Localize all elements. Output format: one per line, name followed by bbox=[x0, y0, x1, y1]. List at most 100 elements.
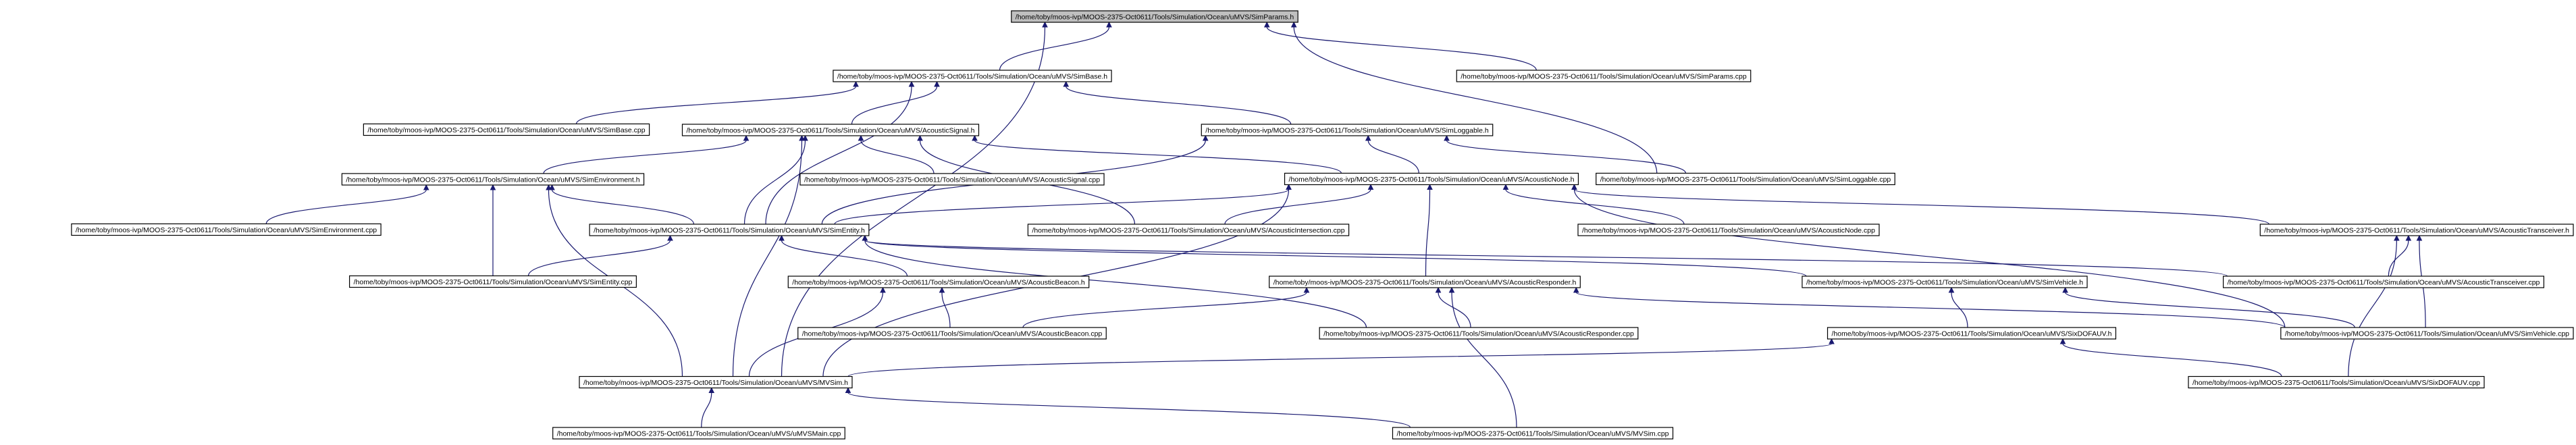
edge-arrowhead bbox=[917, 134, 923, 141]
node-simparams-h: /home/toby/moos-ivp/MOOS-2375-Oct0611/To… bbox=[1011, 10, 1298, 23]
node-acoustictransceiver-h[interactable]: /home/toby/moos-ivp/MOOS-2375-Oct0611/To… bbox=[2259, 224, 2574, 236]
node-label: /home/toby/moos-ivp/MOOS-2375-Oct0611/To… bbox=[686, 127, 974, 135]
edge-acousticresponder-cpp-to-acousticresponder-h bbox=[1435, 286, 1471, 328]
edge-umvsmain-cpp-to-mvsim-h bbox=[701, 387, 715, 428]
edge-simentity-h-to-simbase-h bbox=[765, 80, 915, 225]
edge-arrowhead bbox=[934, 80, 940, 87]
node-box bbox=[787, 276, 1090, 288]
edge-arrowhead bbox=[1829, 338, 1835, 344]
node-label: /home/toby/moos-ivp/MOOS-2375-Oct0611/To… bbox=[76, 226, 377, 234]
edge-simvehicle-h-to-simentity-h bbox=[862, 234, 1807, 277]
edge-arrowhead bbox=[2394, 234, 2400, 241]
node-sixdofauv-cpp[interactable]: /home/toby/moos-ivp/MOOS-2375-Oct0611/To… bbox=[2188, 375, 2485, 389]
node-box bbox=[1456, 70, 1752, 82]
node-acousticsignal-h[interactable]: /home/toby/moos-ivp/MOOS-2375-Oct0611/To… bbox=[681, 124, 980, 136]
edge-simvehicle-cpp-to-acousticresponder-h bbox=[1573, 286, 2286, 328]
edge-line bbox=[732, 140, 803, 377]
node-sixdofauv-h[interactable]: /home/toby/moos-ivp/MOOS-2375-Oct0611/To… bbox=[1826, 327, 2117, 340]
edge-simbase-h-to-simparams-h bbox=[999, 21, 1112, 71]
node-umvsmain-cpp[interactable]: /home/toby/moos-ivp/MOOS-2375-Oct0611/To… bbox=[552, 427, 845, 440]
node-box bbox=[1284, 172, 1579, 186]
node-label: /home/toby/moos-ivp/MOOS-2375-Oct0611/To… bbox=[1289, 176, 1575, 184]
edge-arrowhead bbox=[862, 234, 868, 241]
edge-simenvironment-h-to-acousticsignal-h bbox=[543, 134, 750, 174]
node-acousticresponder-cpp[interactable]: /home/toby/moos-ivp/MOOS-2375-Oct0611/To… bbox=[1319, 327, 1639, 340]
edge-line bbox=[1573, 188, 2269, 225]
edge-arrowhead bbox=[853, 80, 859, 87]
node-label: /home/toby/moos-ivp/MOOS-2375-Oct0611/To… bbox=[1806, 279, 2083, 287]
node-simenvironment-cpp[interactable]: /home/toby/moos-ivp/MOOS-2375-Oct0611/To… bbox=[71, 223, 382, 236]
edge-simentity-cpp-to-simentity-h bbox=[527, 234, 673, 276]
edge-line bbox=[1573, 189, 2286, 328]
node-simentity-cpp[interactable]: /home/toby/moos-ivp/MOOS-2375-Oct0611/To… bbox=[349, 275, 637, 288]
edge-arrowhead bbox=[423, 184, 429, 190]
edge-arrowhead bbox=[1303, 286, 1310, 293]
edge-line bbox=[1224, 189, 1371, 225]
edge-arrowhead bbox=[779, 234, 785, 241]
edge-arrowhead bbox=[972, 134, 978, 141]
edge-line bbox=[847, 392, 1411, 428]
node-label: /home/toby/moos-ivp/MOOS-2375-Oct0611/To… bbox=[792, 279, 1085, 287]
edge-line bbox=[974, 140, 1342, 174]
node-label: /home/toby/moos-ivp/MOOS-2375-Oct0611/To… bbox=[346, 176, 639, 184]
edge-arrowhead bbox=[1427, 184, 1433, 190]
node-mvsim-cpp[interactable]: /home/toby/moos-ivp/MOOS-2375-Oct0611/To… bbox=[1392, 427, 1674, 440]
edge-arrowhead bbox=[1365, 134, 1371, 141]
node-acousticbeacon-h[interactable]: /home/toby/moos-ivp/MOOS-2375-Oct0611/To… bbox=[787, 276, 1090, 288]
edge-simentity-h-to-simenvironment-h bbox=[549, 184, 695, 225]
edge-acousticbeacon-h-to-simentity-h bbox=[779, 234, 908, 277]
node-box bbox=[589, 224, 870, 236]
node-simbase-h[interactable]: /home/toby/moos-ivp/MOOS-2375-Oct0611/To… bbox=[833, 70, 1112, 82]
edge-arrowhead bbox=[1202, 134, 1209, 141]
node-label: /home/toby/moos-ivp/MOOS-2375-Oct0611/To… bbox=[2285, 330, 2569, 338]
node-acousticbeacon-cpp[interactable]: /home/toby/moos-ivp/MOOS-2375-Oct0611/To… bbox=[797, 327, 1107, 340]
edge-line bbox=[1438, 292, 1471, 328]
edge-arrowhead bbox=[939, 286, 945, 293]
edge-arrowhead bbox=[1042, 21, 1048, 28]
edge-arrowhead bbox=[667, 234, 673, 241]
edge-line bbox=[1266, 26, 1537, 71]
node-simloggable-cpp[interactable]: /home/toby/moos-ivp/MOOS-2375-Oct0611/To… bbox=[1596, 172, 1895, 186]
node-simvehicle-cpp[interactable]: /home/toby/moos-ivp/MOOS-2375-Oct0611/To… bbox=[2280, 327, 2574, 340]
edge-line bbox=[1451, 292, 1517, 428]
node-box bbox=[71, 223, 382, 236]
edge-line bbox=[1951, 292, 1968, 328]
node-box bbox=[833, 70, 1112, 82]
edge-arrowhead bbox=[1367, 184, 1374, 190]
edge-line bbox=[941, 292, 951, 328]
node-simvehicle-h[interactable]: /home/toby/moos-ivp/MOOS-2375-Oct0611/To… bbox=[1802, 276, 2088, 288]
node-box bbox=[797, 327, 1107, 340]
node-simbase-cpp[interactable]: /home/toby/moos-ivp/MOOS-2375-Oct0611/To… bbox=[363, 123, 650, 136]
edge-arrowhead bbox=[1502, 184, 1509, 190]
node-label: /home/toby/moos-ivp/MOOS-2375-Oct0611/To… bbox=[354, 278, 633, 286]
nodes-layer: /home/toby/moos-ivp/MOOS-2375-Oct0611/To… bbox=[71, 10, 2574, 440]
node-acousticresponder-h[interactable]: /home/toby/moos-ivp/MOOS-2375-Oct0611/To… bbox=[1269, 276, 1581, 288]
edge-arrowhead bbox=[1106, 21, 1112, 28]
node-acousticsignal-cpp[interactable]: /home/toby/moos-ivp/MOOS-2375-Oct0611/To… bbox=[799, 173, 1105, 186]
node-acousticnode-h[interactable]: /home/toby/moos-ivp/MOOS-2375-Oct0611/To… bbox=[1284, 172, 1579, 186]
edge-sixdofauv-cpp-to-acoustictransceiver-h bbox=[2348, 234, 2400, 377]
edge-arrowhead bbox=[743, 134, 750, 141]
edges-layer bbox=[265, 21, 2426, 428]
edge-arrowhead bbox=[1263, 21, 1270, 28]
edge-mvsim-cpp-to-acousticresponder-h bbox=[1448, 286, 1517, 428]
node-acousticintersection-cpp[interactable]: /home/toby/moos-ivp/MOOS-2375-Oct0611/To… bbox=[1027, 224, 1350, 236]
node-box bbox=[363, 123, 650, 136]
node-box bbox=[2223, 276, 2544, 288]
node-label: /home/toby/moos-ivp/MOOS-2375-Oct0611/To… bbox=[367, 126, 645, 134]
edge-line bbox=[864, 240, 1807, 277]
edge-line bbox=[2065, 292, 2355, 328]
node-simparams-cpp[interactable]: /home/toby/moos-ivp/MOOS-2375-Oct0611/To… bbox=[1456, 70, 1752, 82]
node-simenvironment-h[interactable]: /home/toby/moos-ivp/MOOS-2375-Oct0611/To… bbox=[341, 173, 645, 186]
node-label: /home/toby/moos-ivp/MOOS-2375-Oct0611/To… bbox=[2192, 379, 2480, 387]
node-box bbox=[1027, 224, 1350, 236]
node-simentity-h[interactable]: /home/toby/moos-ivp/MOOS-2375-Oct0611/To… bbox=[589, 224, 870, 236]
node-simloggable-h[interactable]: /home/toby/moos-ivp/MOOS-2375-Oct0611/To… bbox=[1201, 124, 1494, 136]
node-mvsim-h[interactable]: /home/toby/moos-ivp/MOOS-2375-Oct0611/To… bbox=[579, 375, 853, 389]
edge-mvsim-cpp-to-mvsim-h bbox=[845, 387, 1411, 428]
node-acousticnode-cpp[interactable]: /home/toby/moos-ivp/MOOS-2375-Oct0611/To… bbox=[1577, 224, 1880, 236]
node-acoustictransceiver-cpp[interactable]: /home/toby/moos-ivp/MOOS-2375-Oct0611/To… bbox=[2223, 276, 2544, 288]
node-label: /home/toby/moos-ivp/MOOS-2375-Oct0611/To… bbox=[1582, 227, 1875, 235]
edge-line bbox=[765, 86, 912, 225]
edge-line bbox=[999, 26, 1110, 71]
